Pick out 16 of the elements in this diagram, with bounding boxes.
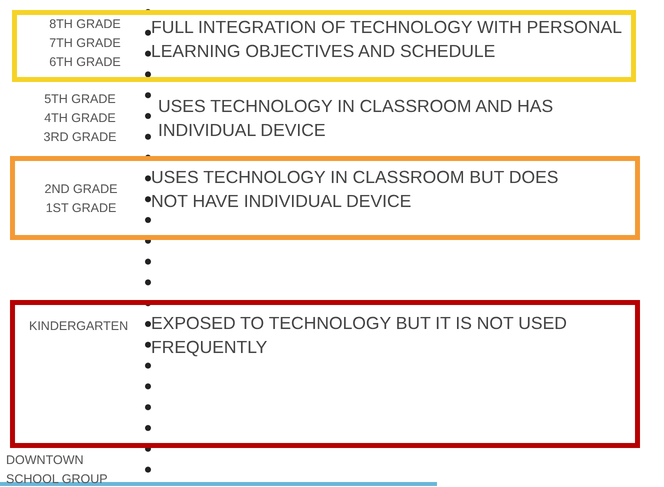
grade-label: KINDERGARTEN	[29, 318, 130, 335]
level-description: FULL INTEGRATION OF TECHNOLOGY WITH PERSONAL LEARNING OBJECTIVES AND SCHEDULE	[151, 16, 622, 63]
grade-label: 3RD GRADE	[42, 129, 118, 146]
grade-label: 1ST GRADE	[44, 200, 118, 217]
level-description: USES TECHNOLOGY IN CLASSROOM BUT DOES NOT HAVE INDIVIDUAL DEVICE	[151, 166, 560, 213]
grade-label: 2ND GRADE	[44, 181, 118, 198]
grade-level-box	[10, 156, 640, 240]
grade-label: 5TH GRADE	[43, 91, 117, 108]
level-description: USES TECHNOLOGY IN CLASSROOM AND HAS INDIVIDUAL DEVICE	[158, 95, 554, 142]
grade-label: 7TH GRADE	[48, 35, 122, 52]
grade-label: 6TH GRADE	[48, 54, 122, 71]
level-description: EXPOSED TO TECHNOLOGY BUT IT IS NOT USED FREQUENTLY	[151, 312, 568, 359]
grade-level-box	[12, 10, 636, 82]
grade-level-box	[10, 300, 640, 448]
grade-label: 4TH GRADE	[43, 110, 117, 127]
grade-label: 8TH GRADE	[48, 16, 122, 33]
